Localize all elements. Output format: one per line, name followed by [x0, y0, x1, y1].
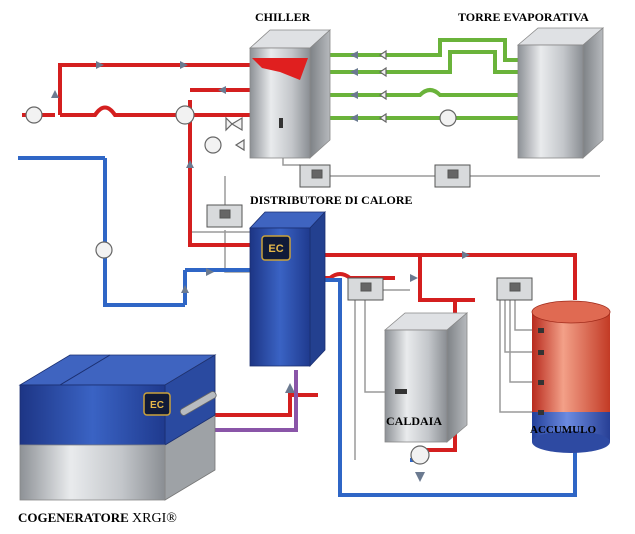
heat-distributor-unit: EC	[249, 210, 326, 368]
flow-arrows	[51, 51, 470, 482]
storage-tank-label: ACCUMULO	[530, 424, 596, 436]
chiller-flame-graphic	[252, 58, 308, 80]
valve-icon	[378, 66, 387, 78]
svg-text:EC: EC	[268, 243, 283, 255]
pump-icon	[95, 241, 113, 259]
storage-tank-unit	[531, 300, 611, 453]
flow-arrow	[96, 61, 104, 69]
flow-arrow	[206, 268, 214, 276]
flow-arrow	[285, 383, 295, 393]
ec-logo-icon	[261, 235, 291, 261]
flow-arrow	[350, 51, 358, 59]
cooling-tower-pipes	[330, 38, 518, 120]
flow-arrow	[350, 91, 358, 99]
cogenerator-label-prefix: COGENERATORE	[18, 510, 129, 525]
boiler-unit	[383, 312, 469, 443]
valve-icon	[378, 49, 387, 61]
cooling-tower-unit	[516, 27, 605, 159]
pump-icon	[439, 109, 457, 127]
three-way-valve-icon	[175, 105, 195, 125]
flow-arrow	[218, 86, 226, 94]
cogenerator-label: COGENERATORE XRGI®	[18, 510, 177, 527]
pump-icon	[25, 106, 43, 124]
flow-arrow	[410, 274, 418, 282]
heat-distributor-label: DISTRIBUTORE DI CALORE	[250, 193, 413, 207]
cogenerator-unit: EC	[18, 354, 217, 501]
pumps-and-valves	[25, 49, 457, 465]
flow-arrow	[462, 251, 470, 259]
flow-arrow	[350, 68, 358, 76]
flow-arrow	[186, 160, 194, 168]
valve-icon	[225, 116, 243, 132]
boiler-label: CALDAIA	[386, 414, 443, 428]
valve-icon	[378, 89, 387, 101]
flow-arrow	[180, 61, 188, 69]
flow-arrow	[181, 285, 189, 293]
valve-icon	[234, 138, 245, 152]
three-way-valve-icon	[410, 445, 430, 465]
chiller-label: CHILLER	[255, 10, 311, 24]
flow-arrow	[350, 114, 358, 122]
pump-icon	[204, 136, 222, 154]
chiller-unit	[248, 29, 332, 159]
ec-logo-icon	[143, 392, 171, 416]
flow-arrow	[51, 90, 59, 98]
cooling-tower-label: TORRE EVAPORATIVA	[458, 10, 589, 24]
svg-text:EC: EC	[150, 400, 164, 411]
flow-arrow	[415, 472, 425, 482]
valve-icon	[378, 112, 387, 124]
return-pipe	[210, 370, 298, 432]
controllers	[206, 164, 533, 301]
cogenerator-label-model: XRGI®	[132, 511, 177, 526]
